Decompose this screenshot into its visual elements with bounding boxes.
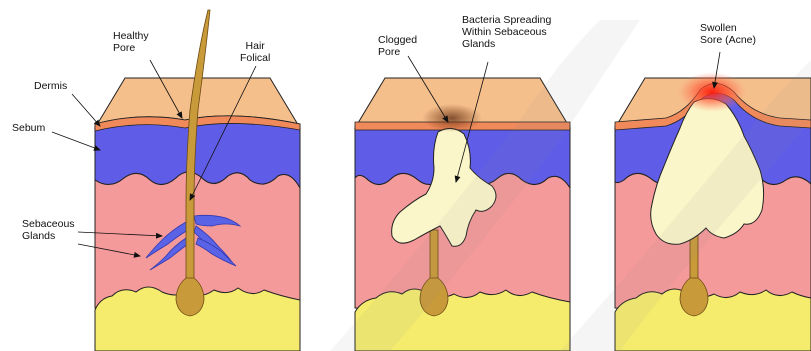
- label-bacteria-spreading: Bacteria Spreading Within Sebaceous Glan…: [462, 14, 551, 50]
- label-swollen-line-2: Sore (Acne): [700, 34, 756, 46]
- label-swollen-sore: Swollen Sore (Acne): [700, 22, 756, 46]
- label-sebaceous-glands-line-1: Sebaceous: [22, 218, 75, 230]
- label-clogged-pore-line-2: Pore: [378, 46, 417, 58]
- label-sebum-text: Sebum: [12, 122, 45, 134]
- hair-bulb: [176, 278, 204, 316]
- label-dermis-text: Dermis: [34, 80, 67, 92]
- label-hair-folical-line-1: Hair: [240, 40, 270, 52]
- label-bacteria-line-2: Within Sebaceous: [462, 26, 551, 38]
- label-swollen-line-1: Swollen: [700, 22, 756, 34]
- hair-bulb: [680, 278, 708, 316]
- label-healthy-pore-line-2: Pore: [113, 42, 149, 54]
- label-clogged-pore: Clogged Pore: [378, 34, 417, 58]
- label-hair-folical-line-2: Folical: [240, 52, 270, 64]
- arrow-sebum: [52, 132, 100, 150]
- label-bacteria-line-1: Bacteria Spreading: [462, 14, 551, 26]
- label-sebaceous-glands: Sebaceous Glands: [22, 218, 75, 242]
- label-dermis: Dermis: [34, 80, 67, 92]
- label-healthy-pore: Healthy Pore: [113, 30, 149, 54]
- label-bacteria-line-3: Glands: [462, 38, 551, 50]
- inflammation-glow: [678, 72, 746, 112]
- label-healthy-pore-line-1: Healthy: [113, 30, 149, 42]
- label-hair-folical: Hair Folical: [240, 40, 270, 64]
- label-sebum: Sebum: [12, 122, 45, 134]
- arrow-dermis: [72, 94, 100, 126]
- label-clogged-pore-line-1: Clogged: [378, 34, 417, 46]
- label-sebaceous-glands-line-2: Glands: [22, 230, 75, 242]
